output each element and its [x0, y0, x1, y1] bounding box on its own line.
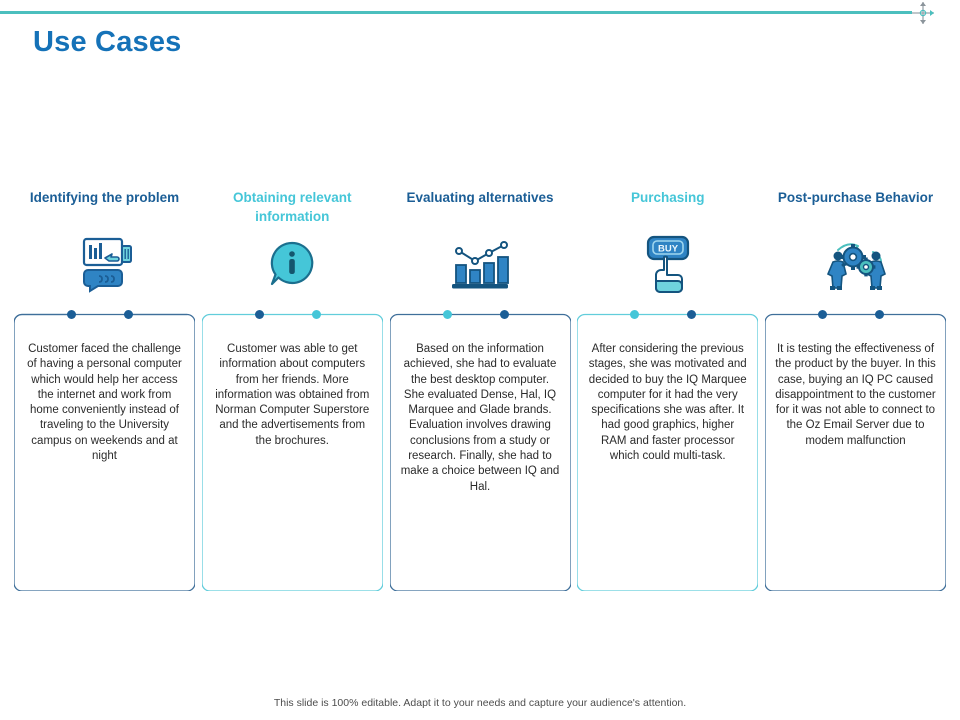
connector-dot-right-3 [499, 310, 509, 319]
connector-dot-right-5 [875, 310, 884, 319]
stage-column-4: Purchasing BUY After considering the pre… [577, 188, 759, 591]
connector-dot-left-2 [254, 310, 264, 319]
stage-card-3: Based on the information achieved, she h… [389, 306, 571, 591]
stage-body-3: Based on the information achieved, she h… [400, 343, 560, 493]
stage-card-1: Customer faced the challenge of having a… [14, 306, 195, 591]
connector-dot-left-3 [442, 310, 452, 319]
stage-column-5: Post-purchase Behavior [765, 188, 946, 591]
footer-note: This slide is 100% editable. Adapt it to… [273, 697, 687, 709]
stage-card-2: Customer was able to get information abo… [201, 306, 383, 591]
stage-column-2: Obtaining relevant information Customer … [201, 188, 383, 591]
crosshair-marker-icon [912, 2, 934, 24]
stages-row: Identifying the problem [14, 188, 946, 591]
stage-title-2: Obtaining relevant information [232, 190, 352, 224]
connector-dot-left-4 [630, 310, 640, 319]
stage-column-1: Identifying the problem [14, 188, 195, 591]
stage-title-5: Post-purchase Behavior [777, 190, 934, 205]
stage-card-4: After considering the previous stages, s… [577, 306, 759, 591]
info-bubble-icon [202, 232, 383, 298]
connector-dot-left-1 [67, 310, 76, 319]
bar-line-chart-icon [390, 232, 571, 298]
connector-dot-right-4 [687, 310, 697, 319]
stage-body-2: Customer was able to get information abo… [215, 343, 370, 447]
header-rule [0, 11, 912, 14]
teamwork-gears-icon [765, 232, 946, 298]
stage-title-4: Purchasing [630, 190, 705, 205]
stage-title-1: Identifying the problem [29, 190, 180, 205]
stage-column-3: Evaluating alternatives Based on the i [389, 188, 571, 591]
stage-body-5: It is testing the effectiveness of the p… [775, 343, 936, 447]
buy-button-click-icon: BUY [577, 232, 758, 298]
page-title: Use Cases [33, 26, 182, 58]
connector-dot-right-1 [124, 310, 133, 319]
presentation-hand-icon [14, 232, 195, 298]
stage-body-1: Customer faced the challenge of having a… [27, 343, 182, 463]
stage-body-4: After considering the previous stages, s… [588, 343, 747, 463]
connector-dot-left-5 [818, 310, 827, 319]
connector-dot-right-2 [311, 310, 321, 319]
stage-title-3: Evaluating alternatives [406, 190, 554, 205]
stage-card-5: It is testing the effectiveness of the p… [765, 306, 946, 591]
svg-text:BUY: BUY [658, 244, 679, 255]
